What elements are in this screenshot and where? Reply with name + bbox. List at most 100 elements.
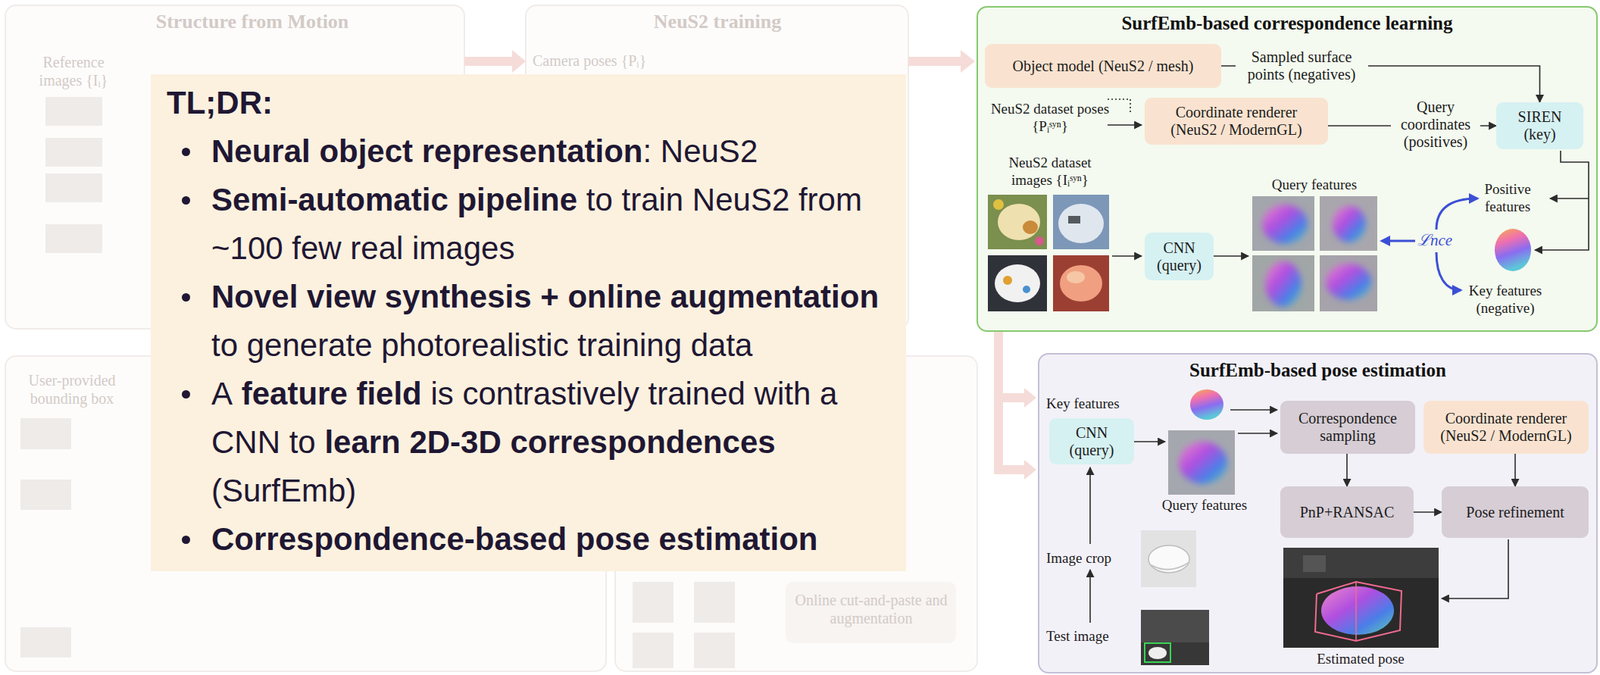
dataset-image xyxy=(1068,215,1081,224)
arrow xyxy=(1089,569,1091,623)
dataset-image xyxy=(1034,236,1044,246)
faded-arrow xyxy=(993,393,1025,403)
process-box: Pose refinement xyxy=(1441,486,1589,538)
diagram-label: Camera poses {Pᵢ} xyxy=(532,51,730,70)
faded-thumbnail xyxy=(45,224,103,254)
test-image-picture xyxy=(1148,646,1167,660)
loss-arrow xyxy=(1381,240,1416,243)
image-crop-picture xyxy=(1150,562,1190,570)
arrow xyxy=(1550,197,1589,200)
bullet-dot xyxy=(181,293,191,302)
connector-arrow xyxy=(1346,453,1348,487)
key-feature-blob xyxy=(1190,389,1224,420)
estimated-pose-picture xyxy=(1283,547,1439,648)
dataset-image xyxy=(1059,265,1103,302)
arrow xyxy=(1213,255,1249,257)
bullet-text: learn 2D-3D correspondences xyxy=(324,424,775,460)
box-label: Coordinate renderer (NeuS2 / ModernGL) xyxy=(1429,409,1583,445)
arrow xyxy=(1134,440,1166,443)
faded-thumbnail xyxy=(693,581,735,623)
image-crop-picture xyxy=(1140,530,1197,588)
dataset-image xyxy=(1058,203,1104,244)
faded-thumbnail xyxy=(20,418,72,450)
image-crop-picture xyxy=(1140,530,1197,588)
panel-title: SurfEmb-based correspondence learning xyxy=(978,7,1597,35)
diagram-label: Structure from Motion xyxy=(123,10,382,34)
bullet-item: Neural object representation: NeuS2 xyxy=(166,127,897,176)
dataset-image xyxy=(1066,271,1085,284)
dataset-image xyxy=(1003,275,1013,285)
box-label: PnP+RANSAC xyxy=(1300,503,1395,522)
bullet-dot xyxy=(181,196,191,205)
dataset-image xyxy=(997,203,1041,241)
bullet-dot xyxy=(181,390,191,399)
faded-arrow xyxy=(1024,459,1037,480)
process-box: CNN (query) xyxy=(1144,232,1214,281)
process-box: Coordinate renderer (NeuS2 / ModernGL) xyxy=(1423,400,1589,454)
key-feature-blob xyxy=(1494,228,1532,272)
faded-thumbnail xyxy=(20,627,72,658)
diagram-label: Query features xyxy=(1253,175,1375,194)
diagram-label: NeuS2 dataset images {Iᵢˢʸⁿ} xyxy=(989,153,1111,189)
feature-map xyxy=(1252,255,1315,312)
arrow xyxy=(1112,255,1142,257)
dataset-image xyxy=(1022,220,1038,235)
arrow xyxy=(1089,467,1091,544)
feature-map xyxy=(1178,441,1228,485)
image-crop-picture xyxy=(1148,545,1190,573)
faded-arrow xyxy=(1024,387,1037,408)
faded-arrow xyxy=(908,56,961,66)
box-label: Object model (NeuS2 / mesh) xyxy=(1012,57,1194,75)
diagram-label: Online cut-and-paste and augmentation xyxy=(787,590,955,628)
bullet-dot xyxy=(181,535,191,544)
diagram-label: Key features xyxy=(1046,394,1145,413)
bullet-text: Correspondence-based pose estimation xyxy=(211,521,819,557)
diagram-label: ℒnce xyxy=(1413,231,1457,250)
estimated-pose-picture xyxy=(1355,581,1357,641)
faded-thumbnail xyxy=(45,96,103,126)
faded-arrow xyxy=(993,465,1025,475)
dataset-image xyxy=(993,199,1004,210)
box-label: SIREN (key) xyxy=(1502,108,1578,144)
arrow xyxy=(1237,432,1278,435)
test-image-picture xyxy=(1140,642,1210,666)
estimated-pose-picture xyxy=(1283,547,1439,648)
dataset-image xyxy=(987,255,1047,312)
diagram-label: NeuS2 training xyxy=(603,10,832,34)
diagram-label: Key features (negative) xyxy=(1448,281,1563,317)
diagram-label: Reference images {Iᵢ} xyxy=(24,53,123,90)
dataset-image xyxy=(1053,255,1110,312)
connector-arrow xyxy=(1413,511,1442,513)
faded-panel xyxy=(5,5,978,672)
faded-thumbnail xyxy=(632,632,674,669)
diagram-label: Image crop xyxy=(1046,549,1130,567)
test-image-picture xyxy=(1140,609,1210,666)
edge-label: Sampled surface points (negatives) xyxy=(1235,48,1369,84)
faded-arrow xyxy=(512,50,526,73)
feature-map xyxy=(1319,255,1378,312)
bullet-text: to generate photorealistic training data xyxy=(211,327,753,363)
faded-thumbnail xyxy=(45,137,103,167)
bullet-text: feature field xyxy=(241,375,422,412)
faded-thumbnail xyxy=(45,173,103,203)
faded-thumbnail xyxy=(20,479,72,510)
panel-title: SurfEmb-based pose estimation xyxy=(1039,354,1597,382)
diagram-label: NeuS2 dataset poses {Pᵢˢʸⁿ} xyxy=(989,100,1111,135)
estimated-pose-picture xyxy=(1315,581,1402,641)
feature-map xyxy=(1168,430,1235,495)
bullet-text: : NeuS2 xyxy=(642,133,758,169)
bullet-dot xyxy=(181,147,191,157)
bullet-item: Afeature fieldis contrastively trained w… xyxy=(166,369,897,516)
process-box: SIREN (key) xyxy=(1496,102,1584,150)
box-label: Pose refinement xyxy=(1465,503,1564,522)
summary-box: TL;DR:Neural object representation: NeuS… xyxy=(150,74,907,572)
bullet-text: A xyxy=(211,375,233,412)
feature-map xyxy=(1262,204,1308,244)
bullet-text: Semi-automatic pipeline xyxy=(211,181,578,218)
process-box: Object model (NeuS2 / mesh) xyxy=(984,43,1222,88)
faded-arrow xyxy=(960,50,975,73)
feature-map xyxy=(1332,206,1366,243)
diagram-label: Query features xyxy=(1151,496,1258,514)
process-box: PnP+RANSAC xyxy=(1280,486,1414,538)
faded-thumbnail xyxy=(693,632,735,669)
